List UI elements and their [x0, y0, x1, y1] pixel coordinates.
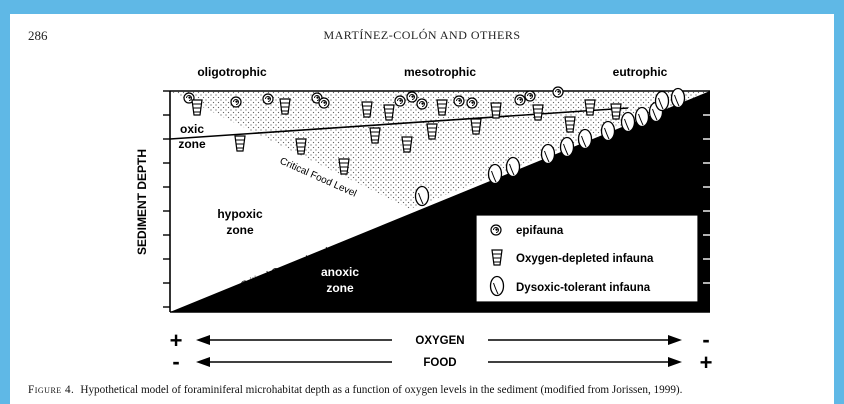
anoxic-zone-label-1: anoxic	[321, 265, 359, 279]
oxic-zone-label-1: oxic	[180, 122, 204, 136]
oxygen-arrow-left-head	[196, 335, 210, 345]
y-axis-label: SEDIMENT DEPTH	[135, 149, 149, 255]
oxygen-right-sign: -	[702, 327, 709, 352]
legend-oxygen-depleted-label: Oxygen-depleted infauna	[516, 253, 654, 265]
oxygen-gradient: + OXYGEN -	[170, 327, 710, 353]
oxygen-arrow-right-head	[668, 335, 682, 345]
food-label: FOOD	[423, 357, 456, 369]
food-arrow-left-head	[196, 357, 210, 367]
journal-page: 286 MARTÍNEZ-COLÓN AND OTHERS	[10, 14, 834, 404]
food-right-sign: +	[700, 350, 713, 375]
food-left-sign: -	[172, 349, 179, 374]
figure-4-diagram: oligotrophic mesotrophic eutrophic SEDIM…	[10, 14, 834, 384]
food-arrow-right-head	[668, 357, 682, 367]
dysoxic-tolerant-infauna-icon	[491, 277, 504, 296]
label-mesotrophic: mesotrophic	[404, 65, 476, 79]
diagram-plot: oligotrophic mesotrophic eutrophic SEDIM…	[135, 65, 710, 312]
epifauna-icon	[491, 225, 501, 235]
label-oligotrophic: oligotrophic	[197, 65, 267, 79]
oxygen-label: OXYGEN	[415, 335, 464, 347]
legend-dysoxic-tolerant-label: Dysoxic-tolerant infauna	[516, 282, 651, 294]
oxygen-depleted-infauna-icon	[492, 250, 502, 265]
legend: epifauna Oxygen-depleted infauna Dysoxic…	[476, 215, 698, 302]
y-axis-ticks	[163, 91, 170, 307]
label-eutrophic: eutrophic	[613, 65, 668, 79]
anoxic-zone-label-2: zone	[326, 281, 354, 295]
oxic-zone-label-2: zone	[178, 137, 206, 151]
hypoxic-zone-label-2: zone	[226, 223, 254, 237]
legend-epifauna-label: epifauna	[516, 225, 564, 237]
caption-text: Hypothetical model of foraminiferal micr…	[80, 384, 682, 396]
figure-caption: Figure 4. Hypothetical model of foraminif…	[28, 384, 828, 396]
figure-number: Figure 4.	[28, 384, 74, 396]
hypoxic-zone-label-1: hypoxic	[217, 207, 263, 221]
food-gradient: - FOOD +	[172, 349, 712, 375]
